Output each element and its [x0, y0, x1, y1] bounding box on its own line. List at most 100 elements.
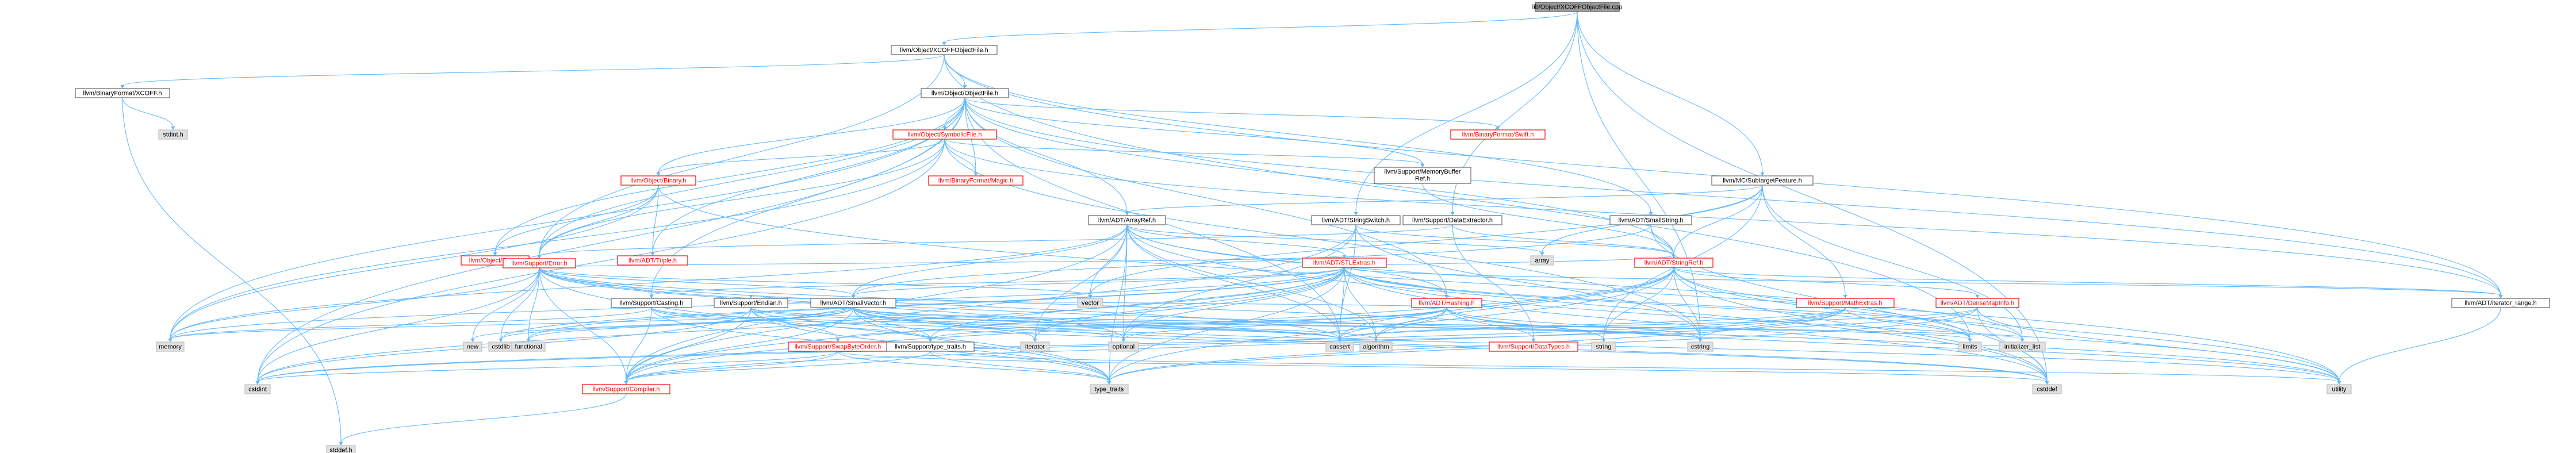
- node-label-subtarget: llvm/MC/SubtargetFeature.h: [1723, 177, 1802, 184]
- node-supperror[interactable]: llvm/Support/Error.h: [503, 258, 576, 268]
- node-swapbyte[interactable]: llvm/Support/SwapByteOrder.h: [788, 341, 888, 352]
- node-box-stdint_h: [158, 129, 188, 140]
- node-root[interactable]: lib/Object/XCOFFObjectFile.cpp: [1532, 2, 1623, 12]
- node-endian[interactable]: llvm/Support/Endian.h: [714, 298, 788, 308]
- edge-stlextras-to-typetraits: [930, 267, 1345, 340]
- edge-dataextr-to-datatypes: [1452, 224, 1534, 340]
- node-stlextras[interactable]: llvm/ADT/STLExtras.h: [1302, 258, 1387, 268]
- node-label-datatypes: llvm/Support/DataTypes.h: [1497, 343, 1570, 350]
- node-symfile[interactable]: llvm/Object/SymbolicFile.h: [892, 129, 997, 140]
- edge-objfile-to-cstdint: [257, 97, 965, 382]
- edge-supperror-to-stlextras: [539, 255, 1345, 268]
- edge-arrowhead-bfxcoff-to-stdint_h: [171, 126, 175, 130]
- node-box-casting: [611, 298, 692, 308]
- node-box-membuf: [1374, 167, 1471, 184]
- edge-casting-to-memory: [170, 307, 652, 340]
- edge-supperror-to-type_traits: [539, 267, 1110, 382]
- node-bfswift[interactable]: llvm/BinaryFormat/Swift.h: [1450, 129, 1546, 140]
- node-bfxcoff[interactable]: llvm/BinaryFormat/XCOFF.h: [75, 88, 170, 98]
- node-objfile[interactable]: llvm/Object/ObjectFile.h: [921, 88, 1009, 98]
- node-algorithm: algorithm: [1359, 341, 1393, 352]
- edge-arrowhead-xcoffobj-to-objfile: [963, 85, 967, 89]
- node-datatypes[interactable]: llvm/Support/DataTypes.h: [1489, 341, 1578, 352]
- edge-casting-to-optional: [651, 307, 1124, 340]
- edge-arrowhead-hashing-to-typetraits: [928, 339, 933, 342]
- node-densemap[interactable]: llvm/ADT/DenseMapInfo.h: [1935, 298, 2019, 308]
- edge-arrowhead-hashing-to-algorithm: [1374, 339, 1378, 342]
- edge-arrowhead-mathextras-to-limits: [1968, 339, 1972, 342]
- node-box-root: [1535, 2, 1620, 12]
- edge-stlextras-to-initlist: [1344, 267, 2023, 340]
- node-box-datatypes: [1489, 341, 1578, 352]
- edge-arrowhead-smallvec-to-cstdlib: [499, 339, 503, 342]
- node-mathextras[interactable]: llvm/Support/MathExtras.h: [1796, 298, 1895, 308]
- node-bfmagic[interactable]: llvm/BinaryFormat/Magic.h: [928, 175, 1023, 186]
- edge-casting-to-cassert: [651, 307, 1340, 340]
- node-compiler[interactable]: llvm/Support/Compiler.h: [582, 384, 670, 394]
- node-label-swapbyte: llvm/Support/SwapByteOrder.h: [795, 343, 881, 350]
- node-typetraits[interactable]: llvm/Support/type_traits.h: [886, 341, 975, 352]
- node-box-compiler: [582, 384, 670, 394]
- edge-arrowhead-symfile-to-bfmagic: [973, 172, 978, 176]
- node-stdint_h: stdint.h: [158, 129, 188, 140]
- edge-arrowhead-objbinary-to-objerror: [493, 252, 497, 256]
- node-smallvec[interactable]: llvm/ADT/SmallVector.h: [810, 298, 896, 308]
- node-box-optional: [1108, 341, 1139, 352]
- edge-supperror-to-memory: [170, 267, 540, 340]
- node-label-cstdint: cstdint: [248, 386, 267, 393]
- node-label-stddef_h: stddef.h: [329, 447, 352, 453]
- node-triple[interactable]: llvm/ADT/Triple.h: [617, 255, 688, 266]
- node-smallstr[interactable]: llvm/ADT/SmallString.h: [1609, 215, 1692, 225]
- edge-supperror-to-cstdint: [257, 267, 540, 382]
- edge-symfile-to-cstdint: [257, 139, 945, 382]
- edge-symfile-to-cstring: [944, 139, 1701, 340]
- edge-arrowhead-supperror-to-vector: [1088, 295, 1092, 298]
- edge-symfile-to-memory: [170, 139, 945, 340]
- edge-smallvec-to-iterator: [853, 307, 1036, 340]
- edge-supperror-to-new: [472, 267, 540, 340]
- edge-stringref-to-type_traits: [1109, 267, 1674, 382]
- node-label-optional: optional: [1113, 343, 1135, 350]
- node-hashing[interactable]: llvm/ADT/Hashing.h: [1411, 298, 1482, 308]
- edge-typetraits-to-utility: [930, 351, 2340, 382]
- node-label-bfmagic: llvm/BinaryFormat/Magic.h: [938, 177, 1013, 184]
- node-iterator: iterator: [1020, 341, 1050, 352]
- node-casting[interactable]: llvm/Support/Casting.h: [611, 298, 692, 308]
- node-box-bfmagic: [928, 175, 1023, 186]
- node-label-hashing: llvm/ADT/Hashing.h: [1419, 300, 1474, 306]
- node-arrayref[interactable]: llvm/ADT/ArrayRef.h: [1088, 215, 1166, 225]
- edge-objbinary-to-objerror: [494, 185, 659, 254]
- edge-subtarget-to-stringref: [1673, 185, 1763, 256]
- node-cassert: cassert: [1325, 341, 1354, 352]
- edge-supperror-to-utility: [539, 267, 2340, 382]
- graph-edges: [120, 11, 2503, 446]
- edge-xcoffobj-to-bfxcoff: [122, 54, 945, 86]
- edge-arrayref-to-smallvec: [853, 224, 1128, 296]
- edge-mathextras-to-type_traits: [1109, 307, 1846, 382]
- node-xcoffobj[interactable]: llvm/Object/XCOFFObjectFile.h: [891, 45, 998, 55]
- node-subtarget[interactable]: llvm/MC/SubtargetFeature.h: [1711, 175, 1814, 186]
- edge-smallvec-to-new: [472, 307, 854, 340]
- node-label-stringref: llvm/ADT/StringRef.h: [1644, 259, 1704, 266]
- node-box-strswitch: [1311, 215, 1401, 225]
- node-box-symfile: [892, 129, 997, 140]
- edge-arrayref-to-initlist: [1126, 224, 2023, 340]
- edge-membuf-to-stringref: [1422, 183, 1674, 256]
- edge-supperror-to-vector: [539, 267, 1091, 296]
- edge-arrowhead-objfile-to-bfswift: [1496, 126, 1500, 130]
- node-box-supperror: [503, 258, 576, 268]
- node-iterrange[interactable]: llvm/ADT/iterator_range.h: [2451, 298, 2550, 308]
- node-objbinary[interactable]: llvm/Object/Binary.h: [620, 175, 696, 186]
- edge-supperror-to-smallvec: [539, 267, 854, 296]
- node-cstring: cstring: [1687, 341, 1713, 352]
- edge-dataextr-to-supperror: [539, 224, 1453, 256]
- node-vector: vector: [1077, 298, 1103, 308]
- node-stringref[interactable]: llvm/ADT/StringRef.h: [1634, 258, 1713, 268]
- node-box-memory: [156, 341, 185, 352]
- node-strswitch[interactable]: llvm/ADT/StringSwitch.h: [1311, 215, 1401, 225]
- node-dataextr[interactable]: llvm/Support/DataExtractor.h: [1402, 215, 1502, 225]
- edge-objfile-to-memory: [170, 97, 965, 340]
- edge-stlextras-to-casting: [651, 267, 1345, 296]
- node-label-memory: memory: [159, 343, 182, 350]
